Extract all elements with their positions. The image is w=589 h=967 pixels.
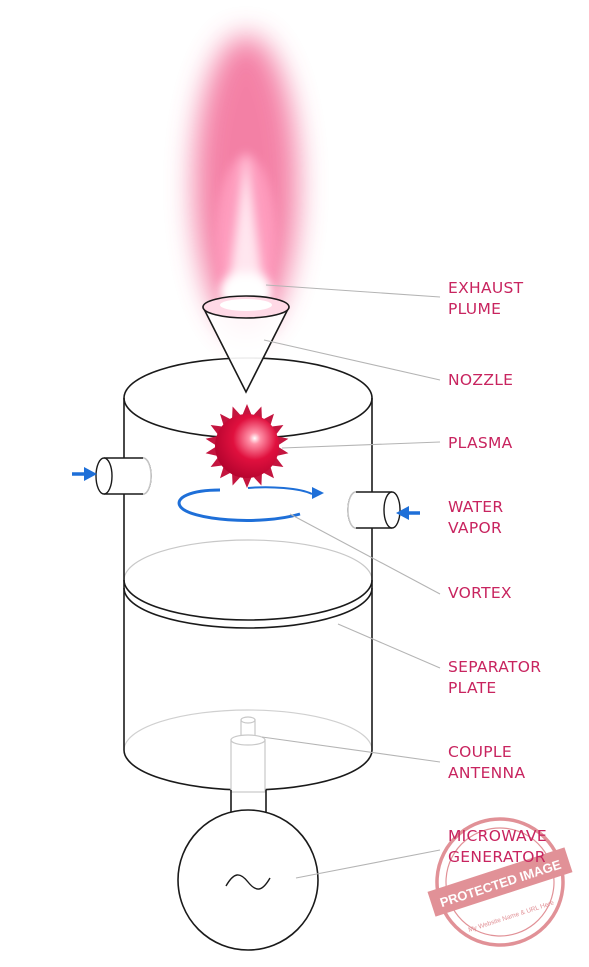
label-vortex: VORTEX: [448, 584, 512, 602]
label-exhaust-plume: EXHAUST PLUME: [448, 279, 524, 318]
separator-plate-front: [123, 579, 373, 621]
plasma-ball: [205, 404, 289, 488]
protected-image-stamp: PROTECTED IMAGE My Website Name & URL He…: [427, 817, 573, 947]
couple-antenna: [230, 716, 266, 793]
leader-plasma: [281, 441, 441, 449]
plasma-core: [215, 414, 279, 478]
arrow-left-icon: [396, 506, 420, 520]
label-water-vapor: WATER VAPOR: [448, 498, 504, 537]
label-microwave-generator: MICROWAVE GENERATOR: [448, 827, 547, 866]
water-vapor-inlet-right: [347, 491, 401, 529]
label-couple-antenna: COUPLE ANTENNA: [448, 743, 526, 782]
arrow-right-icon: [72, 467, 97, 481]
vortex-swirl: [177, 486, 324, 522]
leader-nozzle: [263, 339, 441, 381]
label-nozzle: NOZZLE: [448, 371, 514, 389]
leader-vortex: [289, 513, 441, 595]
water-vapor-inlet-left: [95, 457, 152, 495]
separator-plate-back: [123, 539, 373, 581]
leader-separator-plate: [337, 623, 441, 669]
sine-wave-icon: [225, 874, 271, 890]
exhaust-plume: [194, 35, 298, 335]
label-plasma: PLASMA: [448, 434, 513, 452]
nozzle: [202, 295, 290, 394]
vessel-bottom-back: [123, 709, 373, 751]
leader-microwave-generator: [295, 849, 441, 879]
leader-lines: [261, 284, 441, 879]
microwave-generator: [177, 790, 319, 951]
leader-couple-antenna: [261, 736, 441, 763]
leader-exhaust-plume: [265, 284, 441, 298]
label-separator-plate: SEPARATOR PLATE: [448, 658, 542, 697]
separator-plate-lower: [123, 587, 373, 629]
